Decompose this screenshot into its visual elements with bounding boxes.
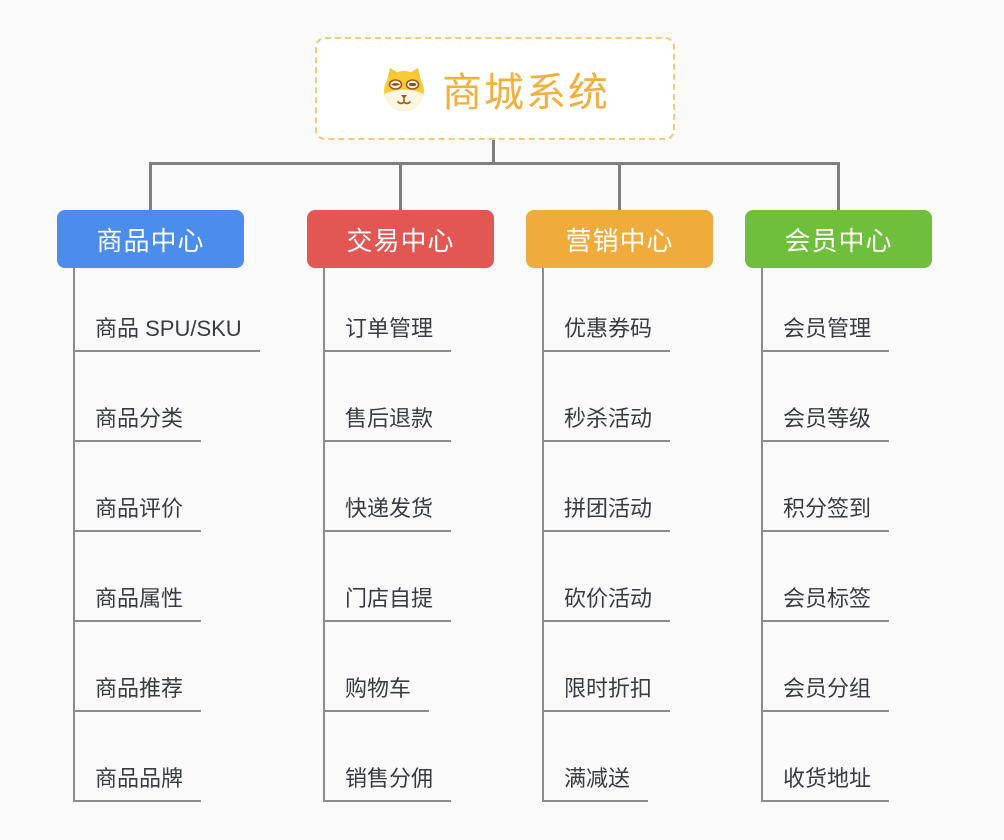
node-order-management[interactable]: 订单管理: [323, 312, 452, 352]
node-member-group[interactable]: 会员分组: [761, 672, 890, 712]
node-coupon-code[interactable]: 优惠券码: [542, 312, 671, 352]
node-product-category[interactable]: 商品分类: [73, 402, 202, 442]
shiba-dog-icon: [380, 65, 428, 113]
branch-trunk-line: [761, 268, 763, 802]
connector-drop-member: [837, 162, 840, 210]
connector-drop-product: [149, 162, 152, 210]
node-aftersale-refund[interactable]: 售后退款: [323, 402, 452, 442]
node-product-spu-sku[interactable]: 商品 SPU/SKU: [73, 312, 260, 352]
branch-trunk-line: [73, 268, 75, 802]
branch-header-trade-center[interactable]: 交易中心: [307, 210, 494, 268]
connector-root-stem: [492, 140, 495, 163]
node-points-checkin[interactable]: 积分签到: [761, 492, 890, 532]
root-node-mall-system[interactable]: 商城系统: [315, 37, 675, 140]
connector-horizontal-bar: [149, 162, 840, 165]
node-product-review[interactable]: 商品评价: [73, 492, 202, 532]
node-express-delivery[interactable]: 快递发货: [323, 492, 452, 532]
branch-header-marketing-center[interactable]: 营销中心: [526, 210, 713, 268]
branch-trunk-line: [323, 268, 325, 802]
node-bargain-event[interactable]: 砍价活动: [542, 582, 671, 622]
connector-drop-marketing: [618, 162, 621, 210]
node-store-pickup[interactable]: 门店自提: [323, 582, 452, 622]
node-member-tag[interactable]: 会员标签: [761, 582, 890, 622]
node-member-management[interactable]: 会员管理: [761, 312, 890, 352]
node-product-brand[interactable]: 商品品牌: [73, 762, 202, 802]
node-sales-commission[interactable]: 销售分佣: [323, 762, 452, 802]
node-full-reduction[interactable]: 满减送: [542, 762, 649, 802]
branch-trunk-line: [542, 268, 544, 802]
node-shopping-cart[interactable]: 购物车: [323, 672, 430, 712]
root-node-title: 商城系统: [442, 70, 610, 115]
branch-header-member-center[interactable]: 会员中心: [745, 210, 932, 268]
node-product-recommend[interactable]: 商品推荐: [73, 672, 202, 712]
connector-drop-trade: [399, 162, 402, 210]
node-member-level[interactable]: 会员等级: [761, 402, 890, 442]
node-flash-sale[interactable]: 秒杀活动: [542, 402, 671, 442]
branch-header-product-center[interactable]: 商品中心: [57, 210, 244, 268]
node-group-buy[interactable]: 拼团活动: [542, 492, 671, 532]
node-product-attr[interactable]: 商品属性: [73, 582, 202, 622]
node-limited-discount[interactable]: 限时折扣: [542, 672, 671, 712]
node-shipping-address[interactable]: 收货地址: [761, 762, 890, 802]
